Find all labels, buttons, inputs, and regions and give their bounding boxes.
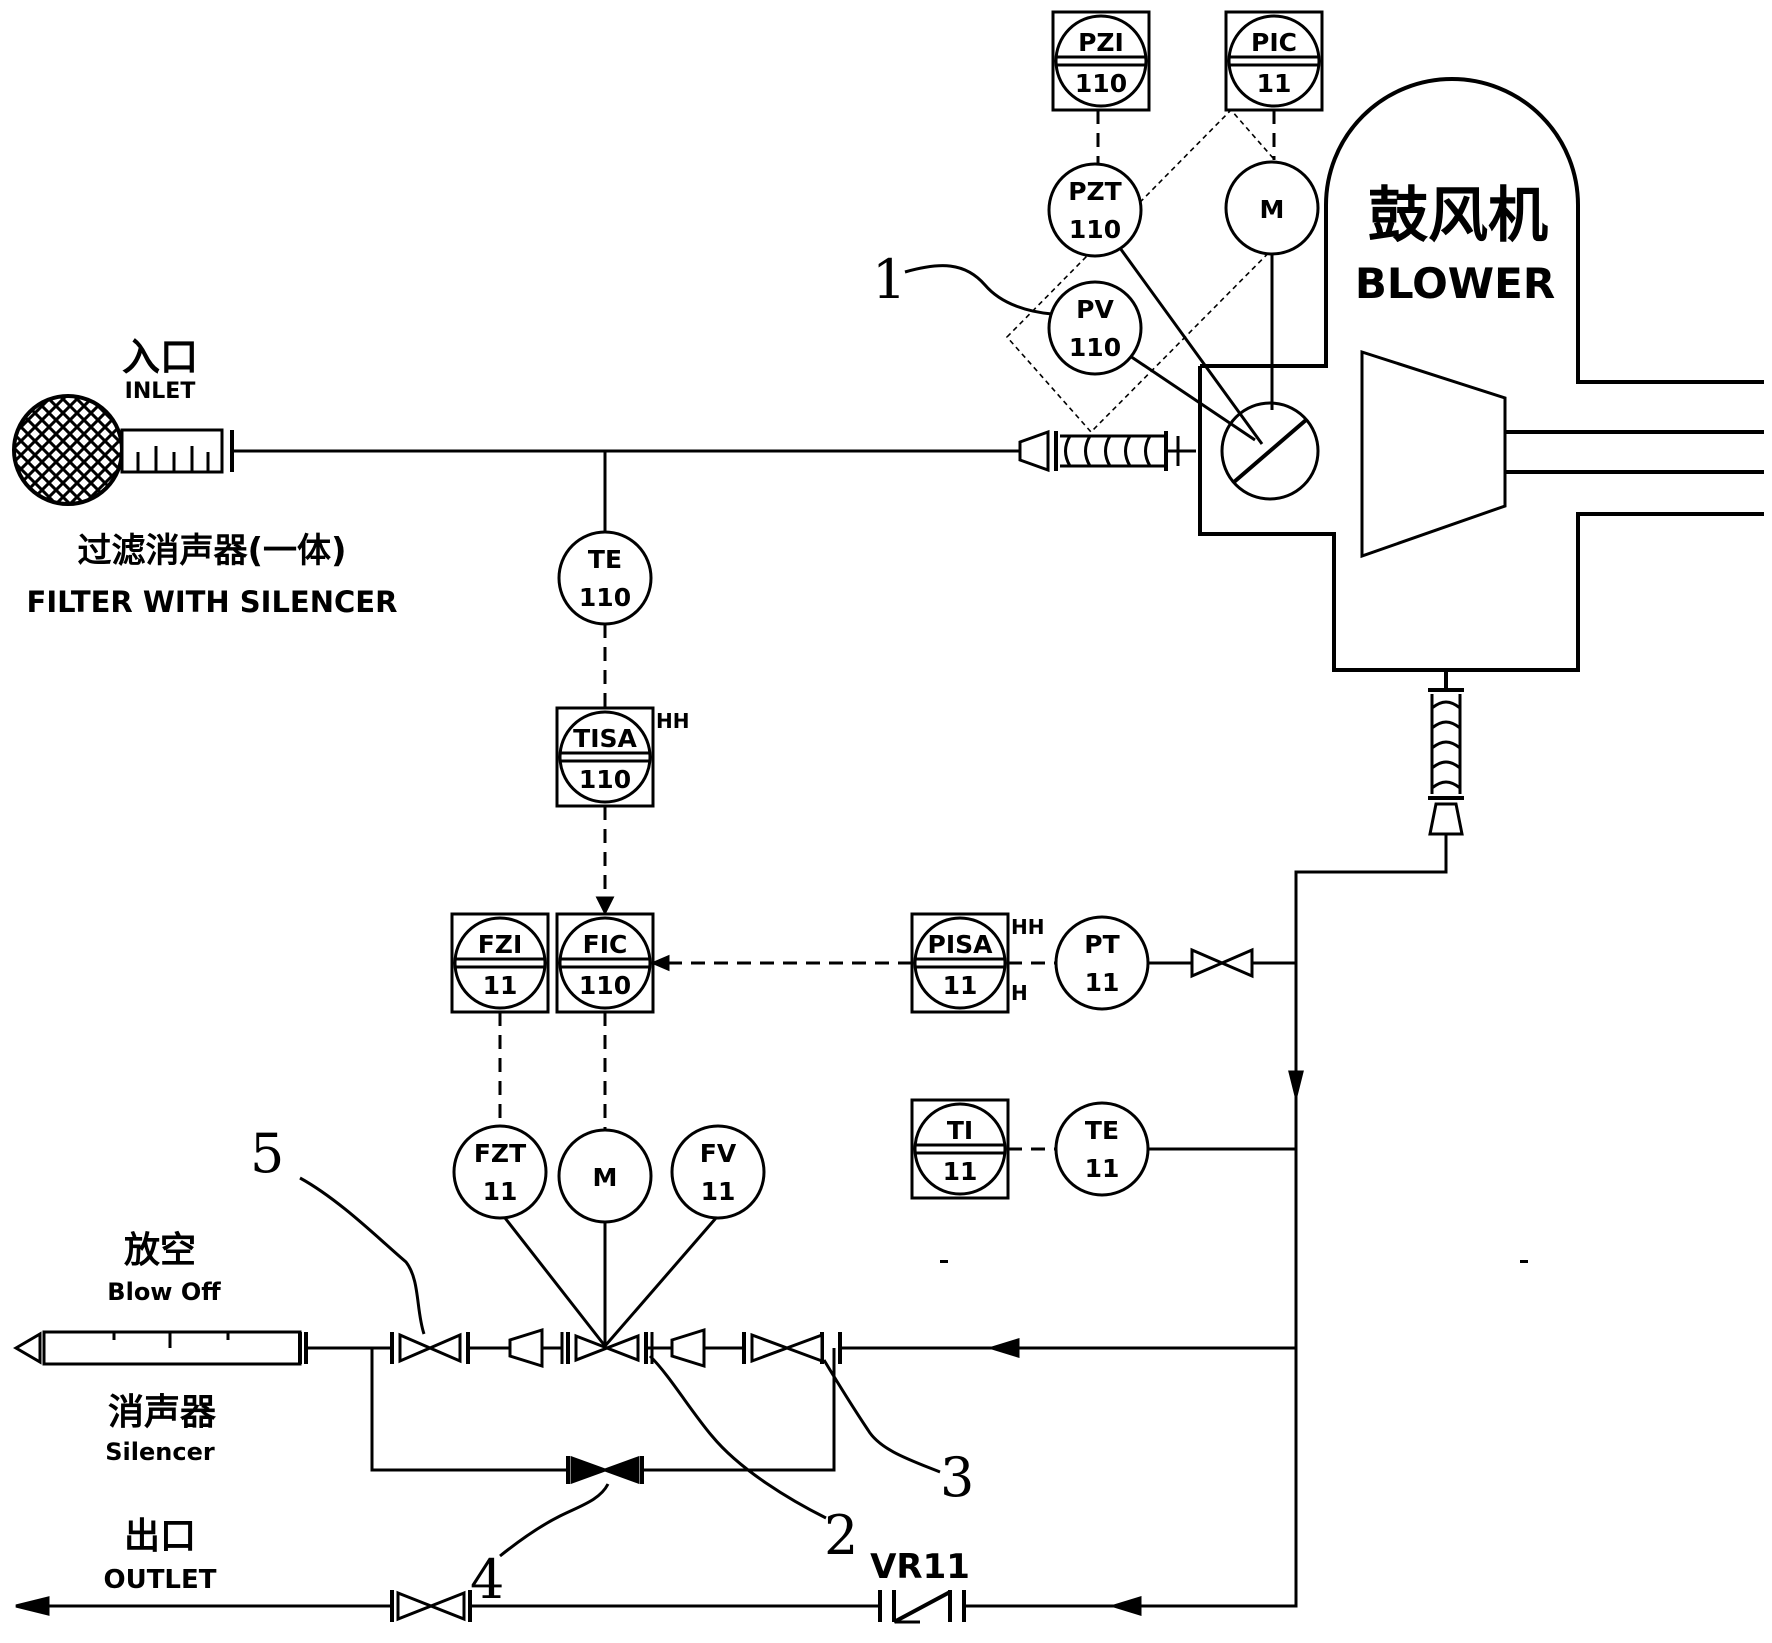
fic-110-controller: FIC 110 [555,912,655,1014]
blow-off-silencer [13,1330,308,1366]
inlet-flex-joint [1054,431,1168,471]
inlet-guide-vane-actuator [1220,401,1320,501]
outlet-cn-label: 出口 [124,1516,196,1557]
te-11-element: TE 11 [1054,1101,1150,1197]
fzi-11-indicator: FZI 11 [450,912,550,1014]
ti-11-number: 11 [943,1157,978,1186]
pisa-11-alarm: PISA 11 HH H [910,912,1044,1014]
bypass-line [370,1348,836,1472]
grouping-box-1 [1005,108,1317,434]
pzt-110-number: 110 [1069,215,1121,244]
tisa-110-tag: TISA [573,724,637,753]
callout-3: 3 [940,1446,974,1509]
fv-11-tag: FV [700,1139,737,1168]
pic-11-controller: PIC 11 [1224,10,1324,112]
pisa-11-tag: PISA [928,930,994,959]
blower-casing [1198,77,1764,672]
inlet-cn-label: 入口 [122,335,198,379]
fic-110-number: 110 [579,971,631,1000]
outlet-isolation-valve [390,1590,472,1622]
silencer-en-label: Silencer [105,1438,215,1466]
isolation-valve-5 [390,1332,470,1364]
inlet-filter-silencer [12,394,234,506]
pzt-110-tag: PZT [1068,177,1122,206]
blower-shaft [1505,430,1764,474]
tisa-110-alarm-hh: HH [656,709,689,733]
callout-4: 4 [470,1548,504,1611]
pt-11-root-valve [1190,947,1254,979]
pv-110-tag: PV [1076,295,1114,324]
outlet-reducer [1428,802,1464,836]
check-valve-vr11 [878,1590,966,1624]
te-11-tag: TE [1085,1116,1119,1145]
motor-bottom: M [557,1128,653,1224]
te-110-tag: TE [588,545,622,574]
pzi-110-indicator: PZI 110 [1051,10,1151,112]
pisa-11-number: 11 [943,971,978,1000]
tisa-110-alarm: TISA 110 HH [555,706,689,808]
reducer-left [508,1327,544,1369]
control-valve-2 [560,1332,654,1364]
ti-11-indicator: TI 11 [910,1098,1010,1200]
fzi-11-number: 11 [483,971,518,1000]
motor-top-tag: M [1260,195,1285,224]
blower-cn-label: 鼓风机 [1368,181,1548,251]
te-110-number: 110 [579,583,631,612]
blower-en-label: BLOWER [1355,259,1555,308]
pv-110-valve-position: PV 110 [1047,280,1143,376]
pzt-110-transmitter: PZT 110 [1047,162,1143,258]
fv-11-number: 11 [701,1177,736,1206]
outlet-flex-joint [1428,670,1464,800]
pzi-110-number: 110 [1075,69,1127,98]
pt-11-transmitter: PT 11 [1054,915,1150,1011]
fv-11-valve: FV 11 [670,1124,766,1220]
callout-2: 2 [824,1504,858,1567]
inlet-en-label: INLET [125,379,196,404]
reducer-right [670,1327,706,1369]
pic-11-number: 11 [1257,69,1292,98]
blower-impeller-icon [1360,349,1507,559]
pic-11-tag: PIC [1251,28,1297,57]
silencer-cn-label: 消声器 [108,1392,217,1433]
isolation-valve-3 [742,1332,842,1364]
pisa-11-alarm-hh: HH [1011,915,1044,939]
fzi-11-tag: FZI [478,930,523,959]
blowoff-en-label: Blow Off [107,1278,221,1306]
filter-en-label: FILTER WITH SILENCER [27,585,398,619]
pv-110-number: 110 [1069,333,1121,362]
pt-11-number: 11 [1085,968,1120,997]
filter-cn-label: 过滤消声器(一体) [77,531,346,571]
callout-5: 5 [250,1122,284,1185]
pisa-11-alarm-h: H [1011,981,1028,1005]
pzi-110-tag: PZI [1078,28,1124,57]
fic-110-tag: FIC [583,930,628,959]
outlet-en-label: OUTLET [103,1565,216,1595]
te-11-number: 11 [1085,1154,1120,1183]
ti-11-tag: TI [947,1116,973,1145]
fzt-11-tag: FZT [474,1139,526,1168]
pt-11-tag: PT [1084,930,1119,959]
bypass-valve-4 [566,1455,644,1485]
discharge-pipe [1130,834,1448,1608]
motor-top: M [1224,160,1320,256]
fzt-11-transmitter: FZT 11 [452,1124,548,1220]
inlet-reducer [1018,429,1050,473]
fzt-11-number: 11 [483,1177,518,1206]
motor-bottom-tag: M [593,1163,618,1192]
check-valve-tag: VR11 [870,1547,970,1587]
callout-1: 1 [872,248,906,311]
filter-mesh-icon [12,394,124,506]
te-110-element: TE 110 [557,530,653,626]
blowoff-cn-label: 放空 [124,1230,196,1271]
tisa-110-number: 110 [579,765,631,794]
